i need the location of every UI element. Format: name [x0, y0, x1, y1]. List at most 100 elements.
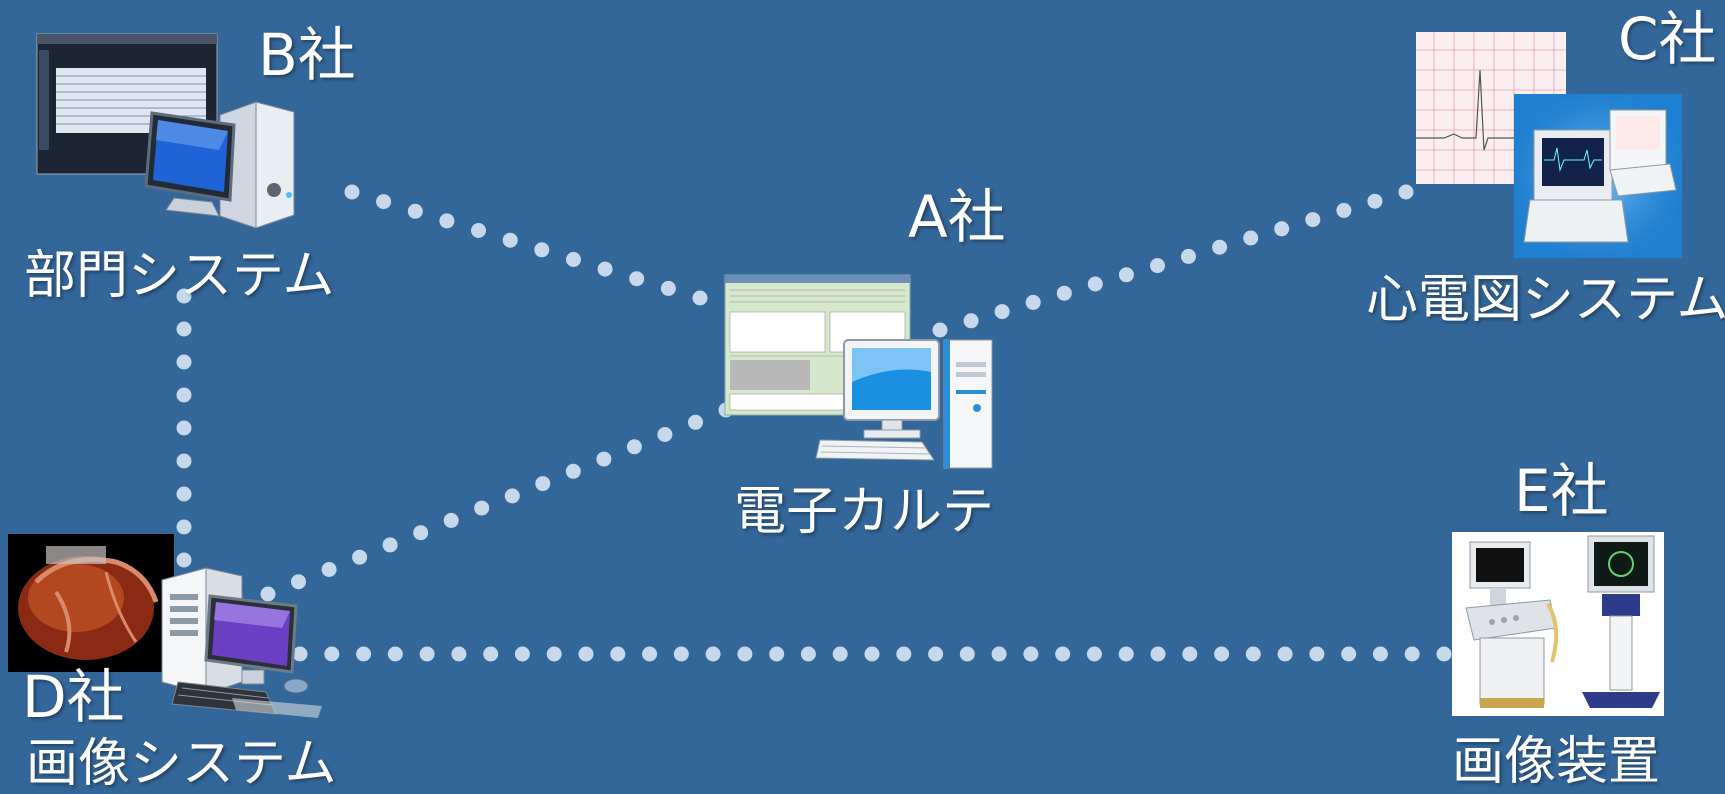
ecg-machine-icon	[1416, 32, 1682, 258]
workstation-icon	[8, 534, 322, 718]
connector-dot-c-a	[1056, 285, 1072, 301]
connector-dot-c-a	[963, 313, 979, 329]
connector-dot-d-e	[514, 646, 530, 662]
connector-dot-c-a	[1025, 294, 1041, 310]
connector-dot-b-a	[692, 290, 708, 306]
connector-dot-d-e	[1341, 646, 1357, 662]
connector-dot-d-e	[737, 646, 753, 662]
connector-dot-d-e	[578, 646, 594, 662]
connector-dot-b-a	[629, 271, 645, 287]
connector-dot-c-a	[1336, 202, 1352, 218]
company-label-e: E社	[1514, 457, 1609, 525]
connector-dot-d-e	[1404, 646, 1420, 662]
connector-dot-d-a	[291, 574, 306, 590]
connector-dot-c-a	[1087, 276, 1103, 292]
connector-dot-c-a	[1150, 258, 1165, 274]
connector-dot-b-a	[502, 232, 518, 248]
connector-dot-d-e	[1309, 646, 1325, 662]
connector-dot-d-e	[1214, 646, 1230, 662]
connector-dot-d-a	[565, 463, 581, 479]
connector-dot-b-a	[376, 194, 392, 210]
system-label-d: 画像システム	[26, 734, 337, 794]
connector-dot-d-a	[596, 451, 612, 467]
connector-dot-b-d	[176, 387, 192, 403]
connector-dot-d-a	[535, 476, 551, 492]
connector-dot-b-a	[471, 223, 486, 238]
connector-dot-b-a	[597, 261, 613, 277]
connector-dot-d-a	[688, 414, 703, 430]
company-label-a: A社	[908, 183, 1006, 251]
connector-dot-b-a	[439, 213, 455, 229]
connector-dot-d-e	[705, 646, 721, 662]
connector-dot-d-e	[387, 646, 403, 662]
connector-dot-d-e	[832, 646, 848, 662]
connector-dot-c-a	[1118, 267, 1134, 283]
system-label-b: 部門システム	[24, 246, 335, 306]
connector-dot-c-a	[1305, 212, 1321, 228]
connector-dot-b-d	[176, 321, 192, 337]
connector-dot-d-e	[1150, 646, 1166, 662]
connector-dot-d-e	[419, 646, 435, 662]
node-e	[1452, 532, 1664, 716]
connector-dot-b-a	[534, 242, 550, 258]
connector-dot-d-e	[896, 646, 912, 662]
connector-dot-b-a	[566, 252, 581, 267]
connector-dot-c-a	[1274, 221, 1290, 237]
system-label-c: 心電図システム	[1366, 270, 1725, 330]
connector-dot-d-e	[928, 646, 944, 662]
connector-dot-d-a	[382, 537, 398, 553]
node-a	[722, 272, 1012, 472]
connector-dot-b-a	[660, 280, 676, 296]
node-b	[34, 30, 334, 240]
connector-dot-d-e	[642, 646, 658, 662]
connector-dot-b-d	[176, 552, 192, 568]
connector-dot-b-a	[407, 203, 423, 219]
connector-dot-d-e	[959, 646, 975, 662]
connector-dot-b-d	[176, 453, 192, 469]
ultrasound-device-icon	[1452, 532, 1664, 716]
connector-dot-b-a	[344, 184, 360, 200]
connector-dot-c-a	[994, 304, 1010, 320]
connector-dot-d-e	[451, 646, 467, 662]
company-label-c: C社	[1618, 5, 1717, 73]
connector-dot-d-e	[800, 646, 816, 662]
connector-dot-b-d	[176, 486, 192, 502]
connector-dot-d-e	[1245, 646, 1261, 662]
connector-dot-c-a	[1367, 193, 1383, 209]
connector-dot-d-a	[474, 500, 490, 516]
connector-dot-d-e	[673, 646, 689, 662]
connector-dot-d-e	[1436, 646, 1452, 662]
connector-dot-d-a	[413, 525, 429, 541]
connector-dot-d-e	[1118, 646, 1134, 662]
connector-dot-b-d	[176, 288, 192, 304]
connector-dot-d-a	[657, 427, 673, 442]
connector-dot-b-d	[176, 354, 192, 370]
connector-dot-d-e	[1086, 646, 1102, 662]
node-c	[1414, 30, 1684, 260]
tower-computer-icon	[36, 33, 295, 229]
connector-dot-d-e	[324, 646, 340, 662]
company-label-d: D社	[22, 663, 125, 731]
connector-dot-d-e	[356, 646, 372, 662]
system-label-e: 画像装置	[1452, 732, 1661, 792]
connector-dot-c-a	[1243, 230, 1259, 246]
connector-dot-d-e	[1055, 646, 1071, 662]
node-d	[6, 532, 326, 732]
connector-dot-d-e	[483, 646, 499, 662]
connector-dot-d-a	[504, 488, 520, 504]
connector-dot-c-a	[1212, 239, 1228, 255]
connector-dot-c-a	[1398, 184, 1414, 200]
connector-dot-b-d	[176, 420, 192, 436]
connector-dot-d-a	[352, 549, 368, 565]
connector-dot-d-a	[260, 586, 276, 602]
connector-dot-d-e	[864, 646, 880, 662]
connector-dot-d-a	[443, 512, 459, 528]
connector-dot-b-d	[176, 519, 192, 535]
desktop-computer-icon	[724, 274, 993, 469]
connector-dot-d-a	[321, 562, 337, 577]
system-label-a: 電子カルテ	[734, 482, 995, 542]
connector-dot-d-e	[769, 646, 785, 662]
connector-dot-d-e	[1372, 646, 1388, 662]
connector-dot-d-e	[292, 646, 308, 662]
